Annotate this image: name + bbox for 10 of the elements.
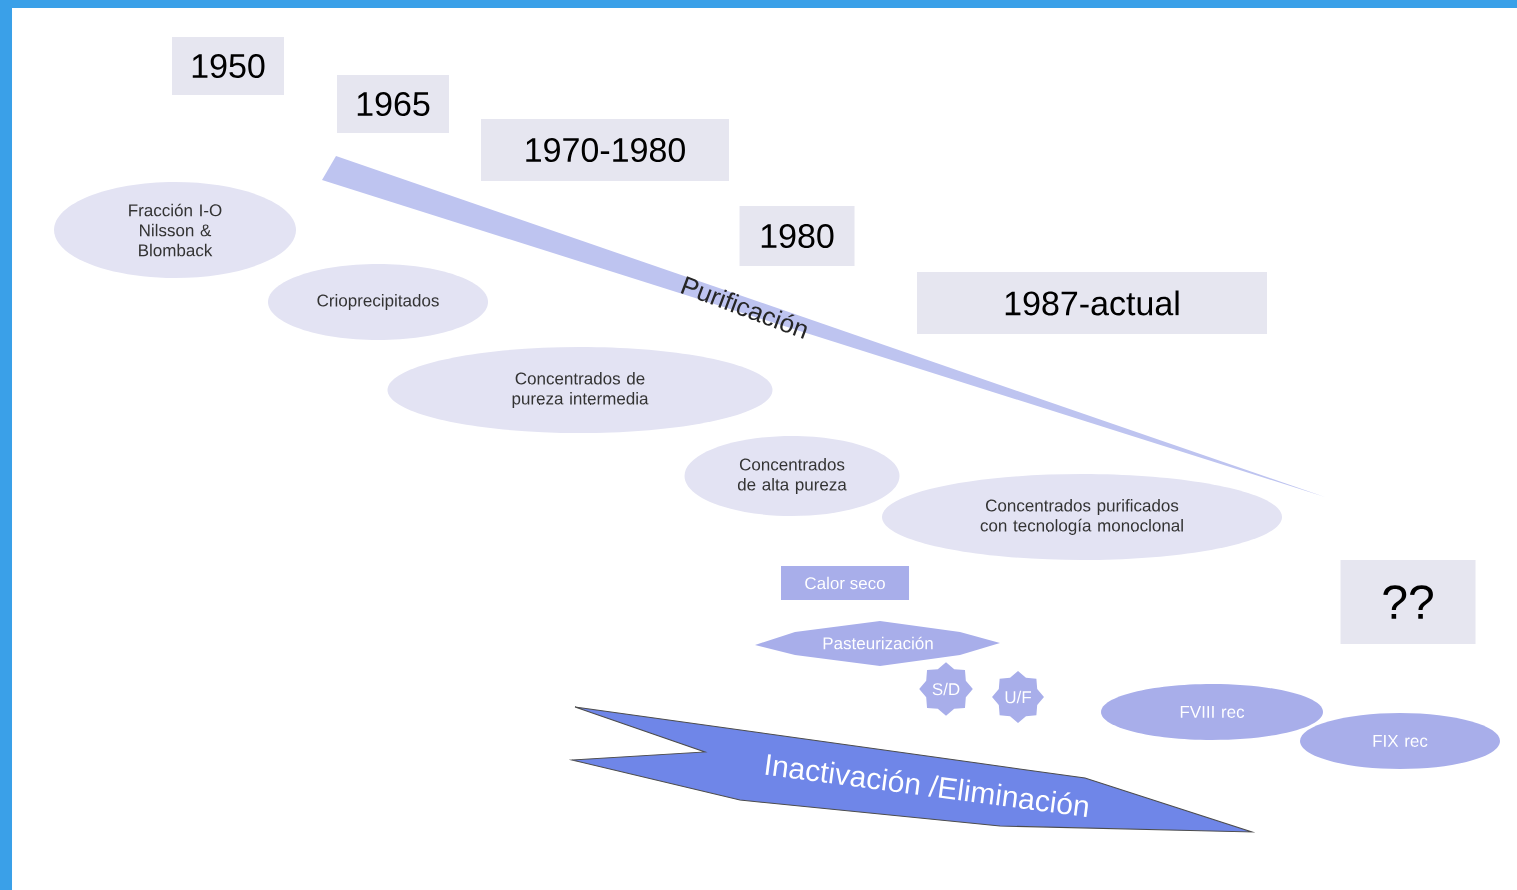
year-label: 1987-actual — [917, 272, 1267, 334]
method-star: U/F — [992, 671, 1044, 723]
question-box: ?? — [1340, 560, 1476, 644]
method-box: Calor seco — [781, 566, 909, 600]
year-label: 1980 — [739, 206, 855, 266]
method-banner: Pasteurización — [755, 621, 1000, 666]
method-star: S/D — [919, 662, 973, 716]
year-label: 1950 — [172, 37, 284, 95]
year-label: 1965 — [337, 75, 449, 133]
year-label: 1970-1980 — [481, 119, 729, 181]
